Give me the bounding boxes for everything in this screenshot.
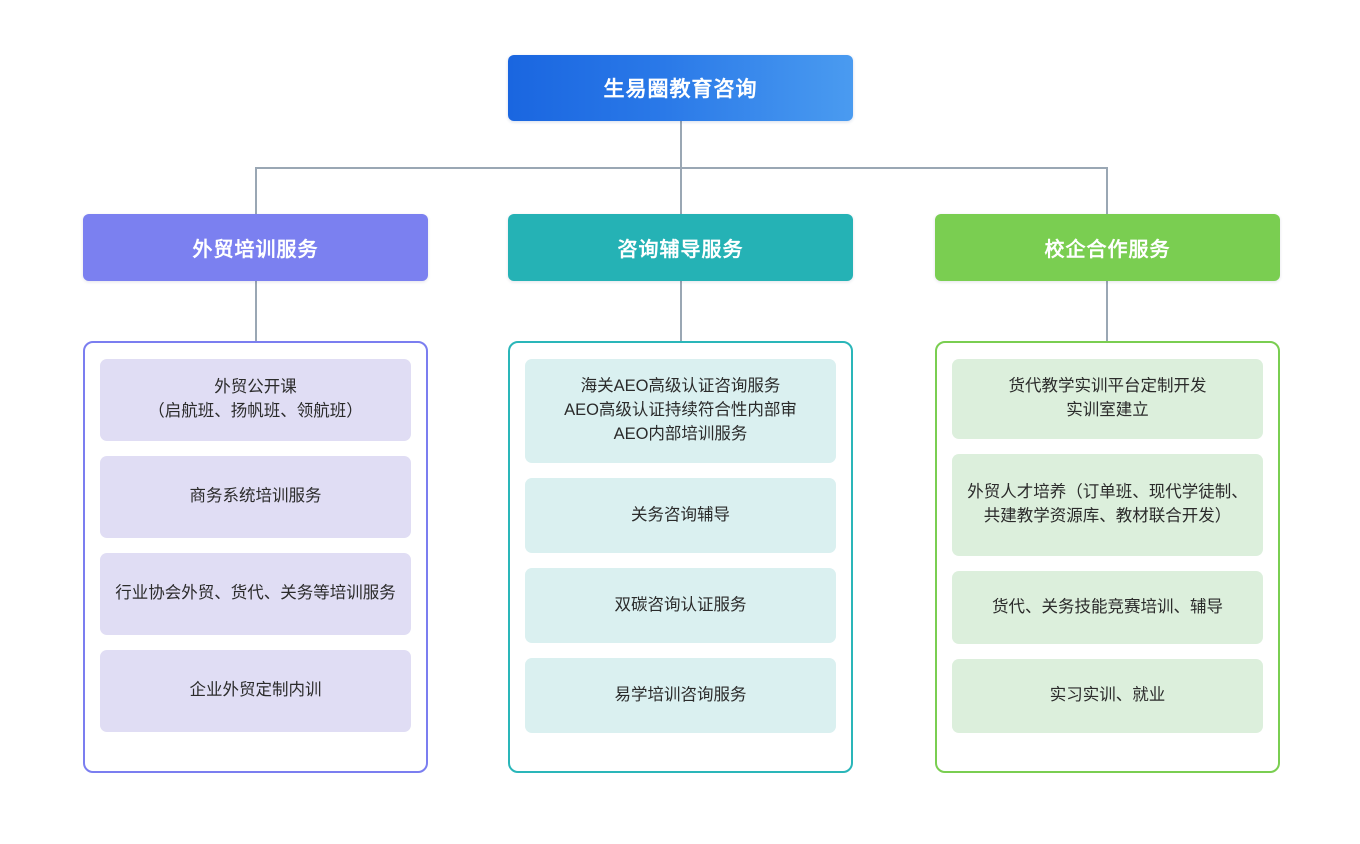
connector-root-stem — [680, 121, 682, 168]
connector-branch-stem-1 — [255, 167, 257, 215]
leaf-item[interactable]: 货代、关务技能竞赛培训、辅导 — [952, 571, 1263, 644]
connector-group-stem-2 — [680, 281, 682, 343]
leaf-item[interactable]: 行业协会外贸、货代、关务等培训服务 — [100, 553, 411, 635]
root-node[interactable]: 生易圈教育咨询 — [508, 55, 853, 121]
connector-horizontal-bus — [255, 167, 1106, 169]
branch-header-school-enterprise[interactable]: 校企合作服务 — [935, 214, 1280, 281]
leaf-item[interactable]: 外贸人才培养（订单班、现代学徒制、共建教学资源库、教材联合开发） — [952, 454, 1263, 556]
leaf-item[interactable]: 海关AEO高级认证咨询服务 AEO高级认证持续符合性内部审 AEO内部培训服务 — [525, 359, 836, 463]
leaf-item[interactable]: 双碳咨询认证服务 — [525, 568, 836, 643]
branch-header-consulting[interactable]: 咨询辅导服务 — [508, 214, 853, 281]
branch-group-box-school-enterprise: 货代教学实训平台定制开发 实训室建立 外贸人才培养（订单班、现代学徒制、共建教学… — [935, 341, 1280, 773]
leaf-item[interactable]: 商务系统培训服务 — [100, 456, 411, 538]
branch-header-training[interactable]: 外贸培训服务 — [83, 214, 428, 281]
connector-group-stem-1 — [255, 281, 257, 343]
connector-group-stem-3 — [1106, 281, 1108, 343]
leaf-item[interactable]: 货代教学实训平台定制开发 实训室建立 — [952, 359, 1263, 439]
root-node-label: 生易圈教育咨询 — [603, 78, 758, 101]
leaf-item[interactable]: 企业外贸定制内训 — [100, 650, 411, 732]
connector-branch-stem-3 — [1106, 167, 1108, 215]
branch-header-label: 校企合作服务 — [1044, 239, 1171, 261]
leaf-item[interactable]: 实习实训、就业 — [952, 659, 1263, 733]
branch-group-box-training: 外贸公开课 （启航班、扬帆班、领航班） 商务系统培训服务 行业协会外贸、货代、关… — [83, 341, 428, 773]
leaf-item[interactable]: 易学培训咨询服务 — [525, 658, 836, 733]
leaf-item[interactable]: 外贸公开课 （启航班、扬帆班、领航班） — [100, 359, 411, 441]
branch-column-training: 外贸培训服务 外贸公开课 （启航班、扬帆班、领航班） 商务系统培训服务 行业协会… — [83, 214, 428, 773]
connector-branch-stem-2 — [680, 167, 682, 215]
branch-group-box-consulting: 海关AEO高级认证咨询服务 AEO高级认证持续符合性内部审 AEO内部培训服务 … — [508, 341, 853, 773]
branch-header-label: 外贸培训服务 — [192, 239, 319, 261]
leaf-item[interactable]: 关务咨询辅导 — [525, 478, 836, 553]
branch-column-consulting: 咨询辅导服务 海关AEO高级认证咨询服务 AEO高级认证持续符合性内部审 AEO… — [508, 214, 853, 773]
branch-header-label: 咨询辅导服务 — [617, 239, 744, 261]
branch-column-school-enterprise: 校企合作服务 货代教学实训平台定制开发 实训室建立 外贸人才培养（订单班、现代学… — [935, 214, 1280, 773]
